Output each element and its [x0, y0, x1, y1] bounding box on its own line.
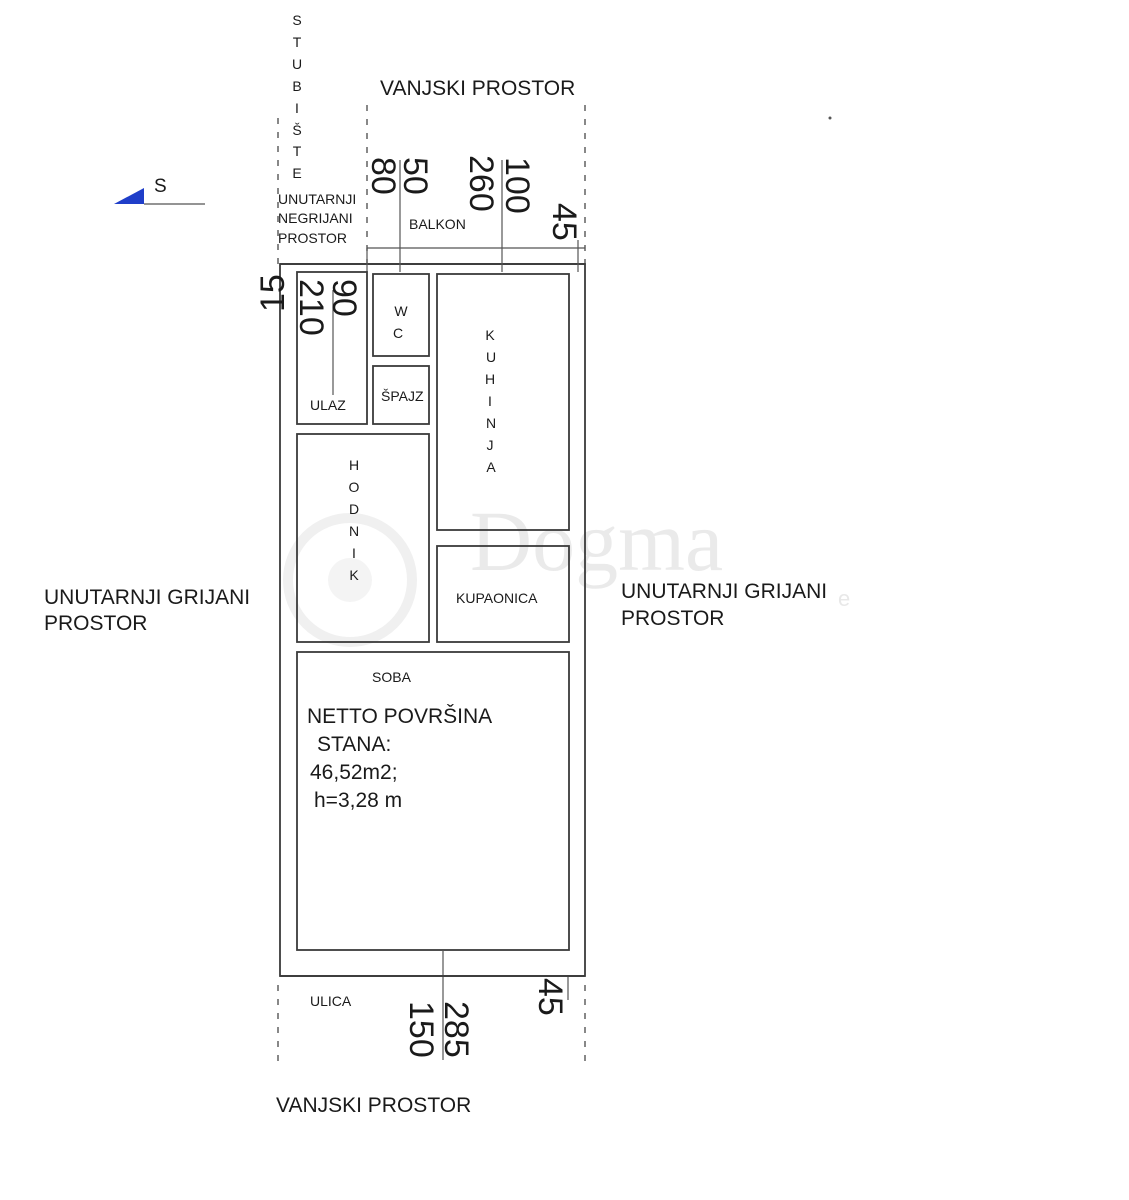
- watermark-text: Dogma: [470, 493, 723, 589]
- room-entrance: [296, 271, 368, 425]
- kitchen-label: K U H I N J A: [485, 327, 496, 475]
- label-left-line1: UNUTARNJI GRIJANI: [44, 586, 250, 609]
- hallway-label: H O D N I K: [349, 457, 360, 583]
- dim-top-45: 45: [545, 203, 583, 241]
- kitchen-letter: K: [485, 327, 495, 343]
- room-kitchen: [436, 273, 570, 531]
- area-note-line3: 46,52m2;: [310, 761, 398, 784]
- kitchen-letter: J: [487, 437, 494, 453]
- kitchen-letter: N: [486, 415, 496, 431]
- kitchen-letter: A: [486, 459, 496, 475]
- dim-bottom-285: 285: [437, 1001, 475, 1058]
- watermark-sub: e: [838, 586, 850, 611]
- stairs-letter: T: [293, 143, 302, 159]
- building-outline: [279, 263, 586, 977]
- label-street: ULICA: [310, 993, 352, 1009]
- label-balcony: BALKON: [409, 216, 466, 232]
- dim-left-90: 90: [325, 279, 363, 317]
- room-bathroom: [436, 545, 570, 643]
- hallway-letter: I: [352, 545, 356, 561]
- dim-top-50: 50: [396, 157, 434, 195]
- stairs-letter: U: [292, 56, 302, 72]
- hallway-letter: N: [349, 523, 359, 539]
- hallway-letter: H: [349, 457, 359, 473]
- dim-top-80: 80: [364, 157, 402, 195]
- stairs-label: S T U B I Š T E: [292, 12, 302, 181]
- room-pantry: [372, 365, 430, 425]
- stairs-letter: B: [292, 78, 301, 94]
- label-unheated-1: UNUTARNJI: [278, 191, 356, 207]
- label-room: SOBA: [372, 669, 412, 685]
- dim-top-260: 260: [462, 155, 500, 212]
- kitchen-letter: I: [488, 393, 492, 409]
- dim-left-210: 210: [292, 279, 330, 336]
- area-note-line4: h=3,28 m: [314, 789, 402, 812]
- compass-label: S: [154, 176, 167, 197]
- dim-top-100: 100: [498, 157, 536, 214]
- area-note-line2: STANA:: [317, 733, 391, 756]
- label-top-outside: VANJSKI PROSTOR: [380, 77, 575, 100]
- hallway-letter: O: [349, 479, 360, 495]
- dim-bottom-150: 150: [402, 1001, 440, 1058]
- kitchen-letter: H: [485, 371, 495, 387]
- room-wc: [372, 273, 430, 357]
- label-left-line2: PROSTOR: [44, 612, 147, 635]
- stairs-letter: S: [292, 12, 301, 28]
- label-right-line1: UNUTARNJI GRIJANI: [621, 580, 827, 603]
- hallway-letter: D: [349, 501, 359, 517]
- stairs-letter: T: [293, 34, 302, 50]
- stairs-letter: I: [295, 100, 299, 116]
- label-unheated-2: NEGRIJANI: [278, 210, 353, 226]
- label-bottom-outside: VANJSKI PROSTOR: [276, 1094, 471, 1117]
- dim-left-15: 15: [254, 274, 292, 312]
- room-main: [296, 651, 570, 951]
- label-unheated-3: PROSTOR: [278, 230, 347, 246]
- stairs-letter: Š: [292, 122, 301, 138]
- room-hallway: [296, 433, 430, 643]
- stray-dot: [828, 116, 832, 120]
- wc-letter: W: [394, 303, 408, 319]
- label-bathroom: KUPAONICA: [456, 590, 538, 606]
- hallway-letter: K: [349, 567, 359, 583]
- label-entrance: ULAZ: [310, 397, 346, 413]
- north-arrow-icon: [114, 188, 144, 204]
- wc-letter: C: [393, 325, 403, 341]
- compass: S: [114, 176, 205, 205]
- area-note-line1: NETTO POVRŠINA: [307, 705, 492, 728]
- label-pantry: ŠPAJZ: [381, 388, 424, 404]
- stairs-letter: E: [292, 165, 301, 181]
- label-right-line2: PROSTOR: [621, 607, 724, 630]
- kitchen-letter: U: [486, 349, 496, 365]
- dim-bottom-45: 45: [531, 978, 569, 1016]
